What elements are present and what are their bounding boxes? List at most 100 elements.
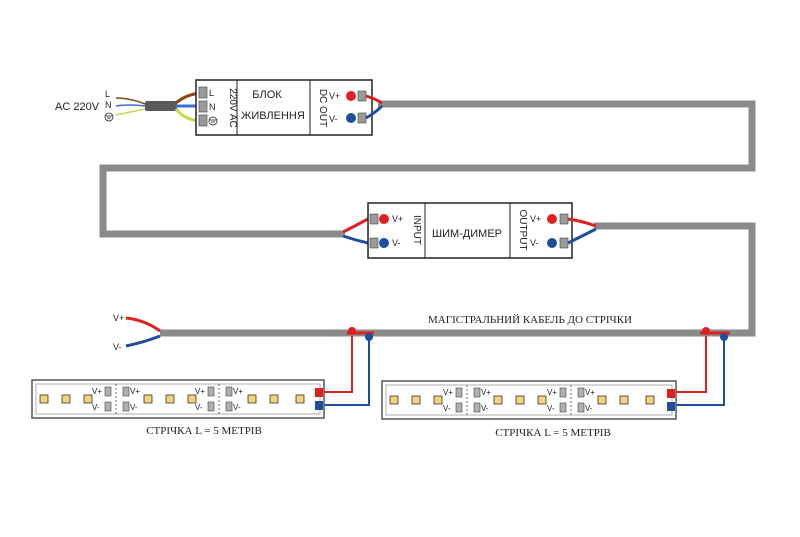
segment-vminus-label: V- — [481, 404, 489, 413]
segment-vminus-label: V- — [585, 404, 593, 413]
strip-inner-border — [35, 383, 321, 415]
mains-cable — [145, 101, 177, 111]
psu-terminal-n-label: N — [209, 102, 216, 112]
cable-end-vminus-label: V- — [113, 342, 122, 352]
psu-out-wire-plus — [365, 94, 383, 105]
led-chip — [295, 394, 305, 404]
strip-input-vplus-pad — [315, 388, 323, 397]
dimmer-output-label: OUTPUT — [517, 209, 528, 250]
psu-vminus-terminal — [346, 113, 356, 123]
earth-symbol — [104, 112, 114, 122]
solder-pad — [207, 401, 215, 412]
led-strip-2: V+V-V+V-V+V-V+V- — [381, 380, 677, 420]
dimmer: V+ V- INPUT ШИМ-ДИМЕР OUTPUT V+ V- — [367, 202, 573, 259]
solder-pad — [207, 386, 215, 397]
dimmer-in-vplus-label: V+ — [392, 214, 403, 224]
segment-vplus-label: V+ — [92, 387, 102, 396]
mains-wire-l — [115, 97, 146, 105]
mains-n-label: N — [105, 100, 112, 110]
led-chip — [61, 394, 71, 404]
ac-label: AC 220V — [55, 101, 100, 113]
led-strip-1: V+V-V+V-V+V-V+V- — [31, 379, 325, 419]
solder-pad — [104, 386, 112, 397]
solder-pad — [473, 387, 481, 398]
led-chip — [597, 395, 607, 405]
segment-vminus-label: V- — [233, 403, 241, 412]
dimmer-in-vplus-terminal — [379, 214, 389, 224]
led-chip — [247, 394, 257, 404]
psu-terminal-pe — [198, 114, 208, 127]
mains-wire-pe — [115, 108, 146, 116]
cable-end-wire-plus — [125, 316, 161, 333]
led-chip — [433, 395, 443, 405]
segment-vplus-label: V+ — [233, 387, 243, 396]
solder-pad — [559, 387, 567, 398]
trunk-cable — [99, 100, 756, 238]
cable-end-vplus-label: V+ — [113, 313, 124, 323]
segment-vplus-label: V+ — [130, 387, 140, 396]
psu-vplus-label: V+ — [329, 91, 340, 101]
segment-vplus-label: V+ — [547, 388, 557, 397]
strip-1-caption: СТРІЧКА L = 5 МЕТРІВ — [146, 425, 262, 437]
psu-title-line2: ЖИВЛЕННЯ — [241, 110, 305, 122]
cable-end-wire-minus — [125, 334, 161, 348]
dimmer-out-wire-plus — [567, 217, 597, 228]
led-chip — [269, 394, 279, 404]
segment-vplus-label: V+ — [585, 388, 595, 397]
segment-vminus-label: V- — [195, 403, 203, 412]
psu-vminus-label: V- — [329, 114, 338, 124]
tap-2 — [676, 327, 730, 406]
psu-out-wire-minus — [365, 104, 384, 120]
led-chip — [537, 395, 547, 405]
segment-vplus-label: V+ — [443, 388, 453, 397]
psu-terminal-l-label: L — [209, 88, 214, 98]
strip-2-caption: СТРІЧКА L = 5 МЕТРІВ — [495, 427, 611, 439]
dimmer-in-vminus-terminal — [379, 238, 389, 248]
segment-vminus-label: V- — [130, 403, 138, 412]
cable-label: МАГІСТРАЛЬНИЙ КАБЕЛЬ ДО СТРІЧКИ — [428, 314, 632, 326]
psu-vplus-terminal — [346, 91, 356, 101]
dimmer-in-wire-plus — [342, 217, 369, 234]
led-chip — [187, 394, 197, 404]
segment-vminus-label: V- — [92, 403, 100, 412]
led-chip — [83, 394, 93, 404]
strip-input-vplus-pad — [667, 389, 675, 398]
led-chip — [645, 395, 655, 405]
solder-pad — [225, 401, 233, 412]
segment-vminus-label: V- — [547, 404, 555, 413]
dimmer-out-vplus-terminal — [547, 214, 557, 224]
dimmer-input-label: INPUT — [411, 215, 422, 245]
led-chip — [39, 394, 49, 404]
solder-pad — [104, 401, 112, 412]
led-chip — [493, 395, 503, 405]
led-chip — [619, 395, 629, 405]
psu-out-label: DC OUT — [317, 89, 328, 127]
psu-input-label: 220V AC — [227, 88, 238, 127]
solder-pad — [455, 387, 463, 398]
strip-body — [31, 379, 325, 419]
dimmer-out-vminus-label: V- — [530, 238, 539, 248]
power-supply: L N 220V AC БЛОК ЖИВЛЕННЯ DC OUT V+ V- — [195, 79, 373, 136]
solder-pad — [577, 387, 585, 398]
strip-input-vminus-pad — [315, 401, 323, 410]
dimmer-out-vminus-terminal — [547, 238, 557, 248]
dimmer-in-vminus-label: V- — [392, 238, 401, 248]
mains-wire-n — [115, 104, 146, 107]
strip-input-vminus-pad — [667, 402, 675, 411]
dimmer-in-wire-minus — [342, 234, 369, 245]
led-chip — [165, 394, 175, 404]
psu-terminal-n — [198, 100, 208, 113]
dimmer-to-strip-cable — [160, 222, 756, 337]
solder-pad — [559, 402, 567, 413]
solder-pad — [473, 402, 481, 413]
dimmer-title: ШИМ-ДИМЕР — [432, 228, 502, 240]
solder-pad — [577, 402, 585, 413]
strip-body — [381, 380, 677, 420]
psu-earth-icon — [208, 116, 218, 126]
psu-title-line1: БЛОК — [252, 89, 282, 101]
strips-layer: V+V-V+V-V+V-V+V-V+V-V+V-V+V-V+V- — [31, 379, 677, 420]
led-chip — [515, 395, 525, 405]
solder-pad — [122, 386, 130, 397]
